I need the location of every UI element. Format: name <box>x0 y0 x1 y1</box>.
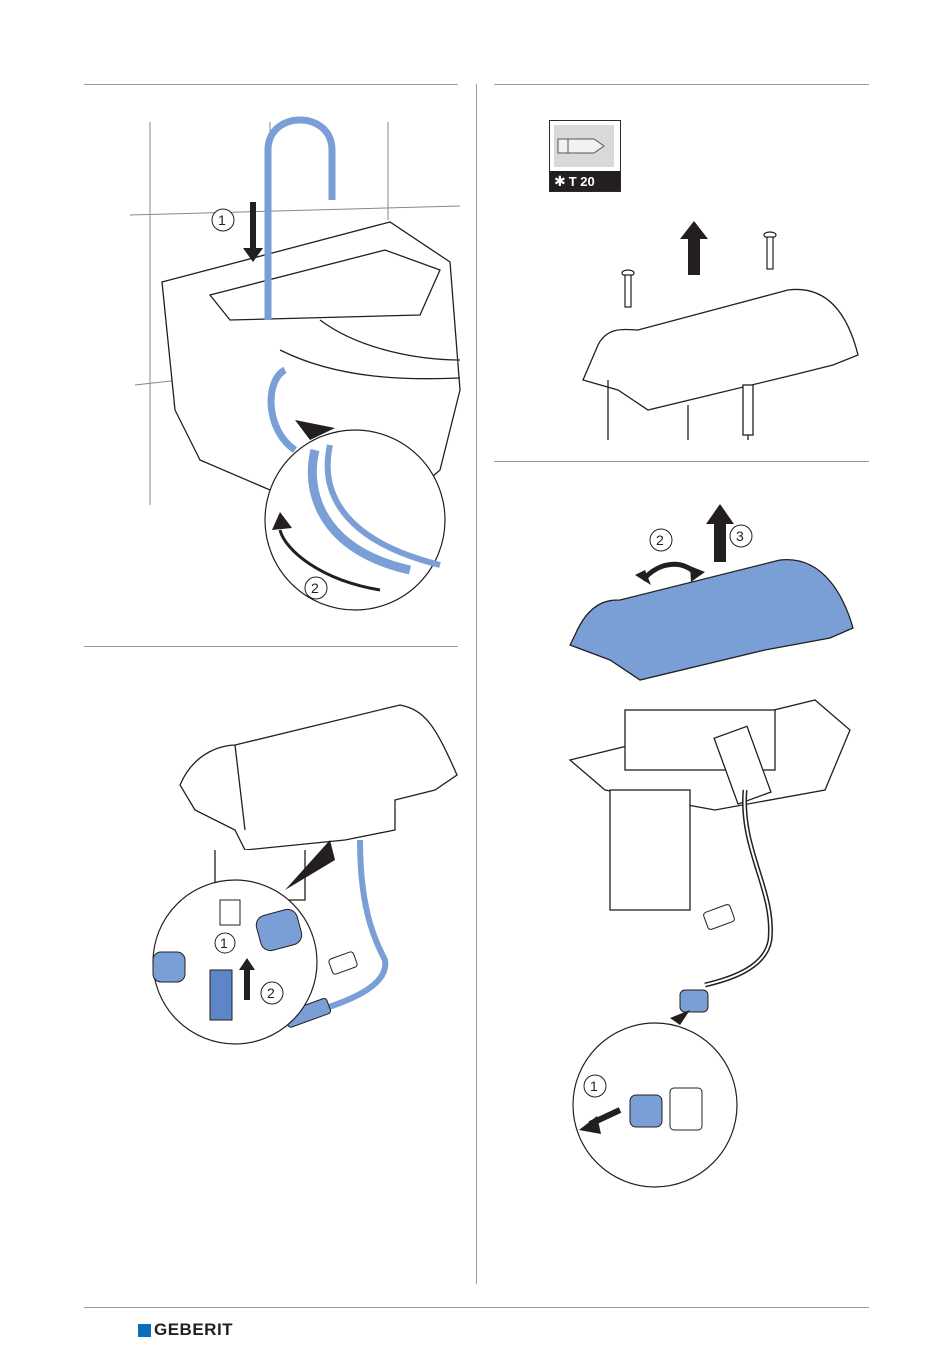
footer-rule <box>84 1307 869 1308</box>
illustration-cover-removal: 2 3 1 <box>565 490 870 1180</box>
top-rule-left <box>84 84 458 85</box>
column-divider <box>476 84 477 1284</box>
panel1-step2-label: 2 <box>311 580 319 596</box>
tool-torx-badge: ✱ T 20 <box>549 120 621 192</box>
panel2-step2-label: 2 <box>267 985 275 1001</box>
brand-square-icon <box>138 1324 151 1337</box>
top-rule-right <box>494 84 869 85</box>
panel4-step1-label: 1 <box>590 1078 598 1094</box>
panel4-step3-label: 3 <box>736 528 744 544</box>
brand-wordmark: GEBERIT <box>154 1320 233 1340</box>
torx-icon: ✱ <box>554 173 566 190</box>
panel4-step2-label: 2 <box>656 532 664 548</box>
tool-size-label: T 20 <box>569 174 595 189</box>
illustration-hose-connection: 1 2 <box>135 700 465 1050</box>
screwdriver-bit-icon <box>554 125 614 167</box>
mid-rule-right <box>494 461 869 462</box>
panel1-step1-label: 1 <box>218 212 226 228</box>
illustration-toilet-seal: 1 2 <box>120 110 460 630</box>
panel2-step1-label: 1 <box>220 935 228 951</box>
geberit-logo: GEBERIT <box>138 1321 233 1339</box>
illustration-cover-screws <box>578 215 868 440</box>
mid-rule-left <box>84 646 458 647</box>
